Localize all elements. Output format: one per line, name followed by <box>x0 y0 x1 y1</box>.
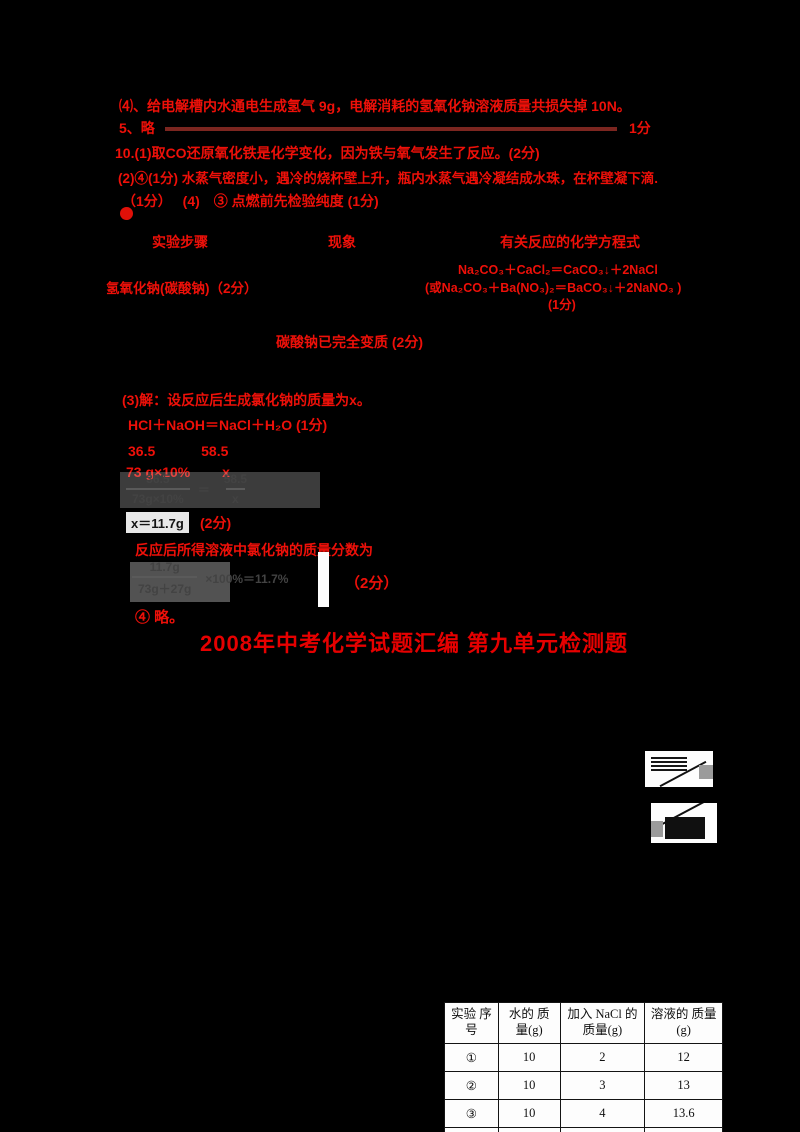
table-cell: 10 <box>497 1071 561 1100</box>
page-title: 2008年中考化学试题汇编 第九单元检测题 <box>200 631 629 656</box>
table-cell: 13 <box>644 1071 723 1100</box>
table-row: ④ 10 5 13.6 <box>444 1127 723 1132</box>
table-cell: 13.6 <box>644 1099 723 1128</box>
table-cell: 10 <box>497 1127 561 1132</box>
mass-fraction-calculation: 11.7g 73g＋27g ×100%＝11.7% <box>132 560 288 597</box>
experiment-table: 实验 序号 水的 质量(g) 加入 NaCl 的质量(g) 溶液的 质量(g) … <box>444 1002 723 1132</box>
table-cell: 10 <box>497 1099 561 1128</box>
mass-fraction-score: （2分） <box>345 575 399 592</box>
left-answer: 氢氧化钠(碳酸钠)（2分） <box>106 281 258 296</box>
answer-line-3: 10.(1)取CO还原氧化铁是化学变化，因为铁与氧气发生了反应。(2分) <box>115 145 540 161</box>
table-cell: ② <box>444 1071 499 1100</box>
apparatus-thumbnail-1 <box>645 751 713 787</box>
dish-block-icon <box>665 817 705 839</box>
red-bullet-icon <box>120 207 133 220</box>
chemical-equation-2-score: (1分) <box>548 298 576 312</box>
table-row: ② 10 3 13 <box>444 1071 723 1100</box>
gray-square-artifact <box>699 765 713 779</box>
table-cell: 3 <box>559 1071 646 1100</box>
fraction-tail: ×100%＝11.7% <box>205 572 289 586</box>
center-answer: 碳酸钠已完全变质 (2分) <box>276 334 423 350</box>
table-cell: ③ <box>444 1099 499 1128</box>
scan-artifact-patch-2 <box>130 562 230 602</box>
chemical-equation-1: Na₂CO₃＋CaCl₂＝CaCO₃↓＋2NaCl <box>458 263 658 277</box>
column-header-phenomenon: 现象 <box>328 234 356 250</box>
fraction-mass: 11.7g 73g＋27g <box>132 560 198 597</box>
last-answer-line: ④ 略。 <box>135 609 185 626</box>
table-header-cell: 加入 NaCl 的质量(g) <box>559 1002 646 1044</box>
x-value: x＝11.7g <box>126 512 189 533</box>
fraction-left: 36.5 73g×10% <box>126 472 190 506</box>
equals-sign: ＝ <box>197 482 210 497</box>
table-row: ① 10 2 12 <box>444 1043 723 1072</box>
table-cell: 4 <box>559 1099 646 1128</box>
solution-equation: HCl＋NaOH＝NaCl＋H₂O (1分) <box>128 417 328 433</box>
table-cell: 12 <box>644 1043 723 1072</box>
answer-line-2-score: 1分 <box>629 120 651 136</box>
mass-fraction-text: 反应后所得溶液中氯化钠的质量分数为 <box>135 542 373 558</box>
proportion-fraction: 36.5 73g×10% ＝ 58.5 x <box>126 472 253 506</box>
table-header-row: 实验 序号 水的 质量(g) 加入 NaCl 的质量(g) 溶液的 质量(g) <box>444 1002 723 1044</box>
column-header-equations: 有关反应的化学方程式 <box>500 234 640 250</box>
answer-blank-line <box>165 127 617 131</box>
solution-molar-line: 36.5 58.5 <box>128 443 229 459</box>
table-header-cell: 水的 质量(g) <box>497 1002 561 1044</box>
column-header-steps: 实验步骤 <box>152 234 208 250</box>
table-cell: ④ <box>444 1127 499 1132</box>
table-header-cell: 实验 序号 <box>444 1002 499 1044</box>
table-cell: 5 <box>559 1127 646 1132</box>
table-cell: 2 <box>559 1043 646 1072</box>
answer-line-2-label: 5、略 <box>119 120 155 136</box>
sketch-lines-icon <box>651 757 687 771</box>
scan-artifact-patch <box>120 472 320 508</box>
answer-line-4: (2)④(1分) 水蒸气密度小，遇冷的烧杯壁上升，瓶内水蒸气遇冷凝结成水珠，在杯… <box>118 171 658 186</box>
x-value-score: (2分) <box>200 515 232 531</box>
apparatus-thumbnail-2 <box>651 803 717 843</box>
table-row: ③ 10 4 13.6 <box>444 1099 723 1128</box>
solution-given-line: 73 g×10% x <box>126 464 230 480</box>
chemical-equation-2: (或Na₂CO₃＋Ba(NO₃)₂＝BaCO₃↓＋2NaNO₃ ) <box>425 281 682 295</box>
table-cell: ① <box>444 1043 499 1072</box>
answer-line-5: （1分） (4) ③ 点燃前先检验纯度 (1分) <box>122 193 379 209</box>
scan-artifact-bar <box>318 552 329 607</box>
table-cell: 10 <box>497 1043 561 1072</box>
solution-intro: (3)解：设反应后生成氯化钠的质量为x。 <box>122 392 371 408</box>
table-header-cell: 溶液的 质量(g) <box>644 1002 723 1044</box>
table-cell: 13.6 <box>644 1127 723 1132</box>
fraction-right: 58.5 x <box>223 472 248 506</box>
gray-square-artifact-2 <box>651 821 663 837</box>
answer-line-1: ⑷、给电解槽内水通电生成氢气 9g，电解消耗的氢氧化钠溶液质量共损失掉 10N。 <box>119 98 631 114</box>
